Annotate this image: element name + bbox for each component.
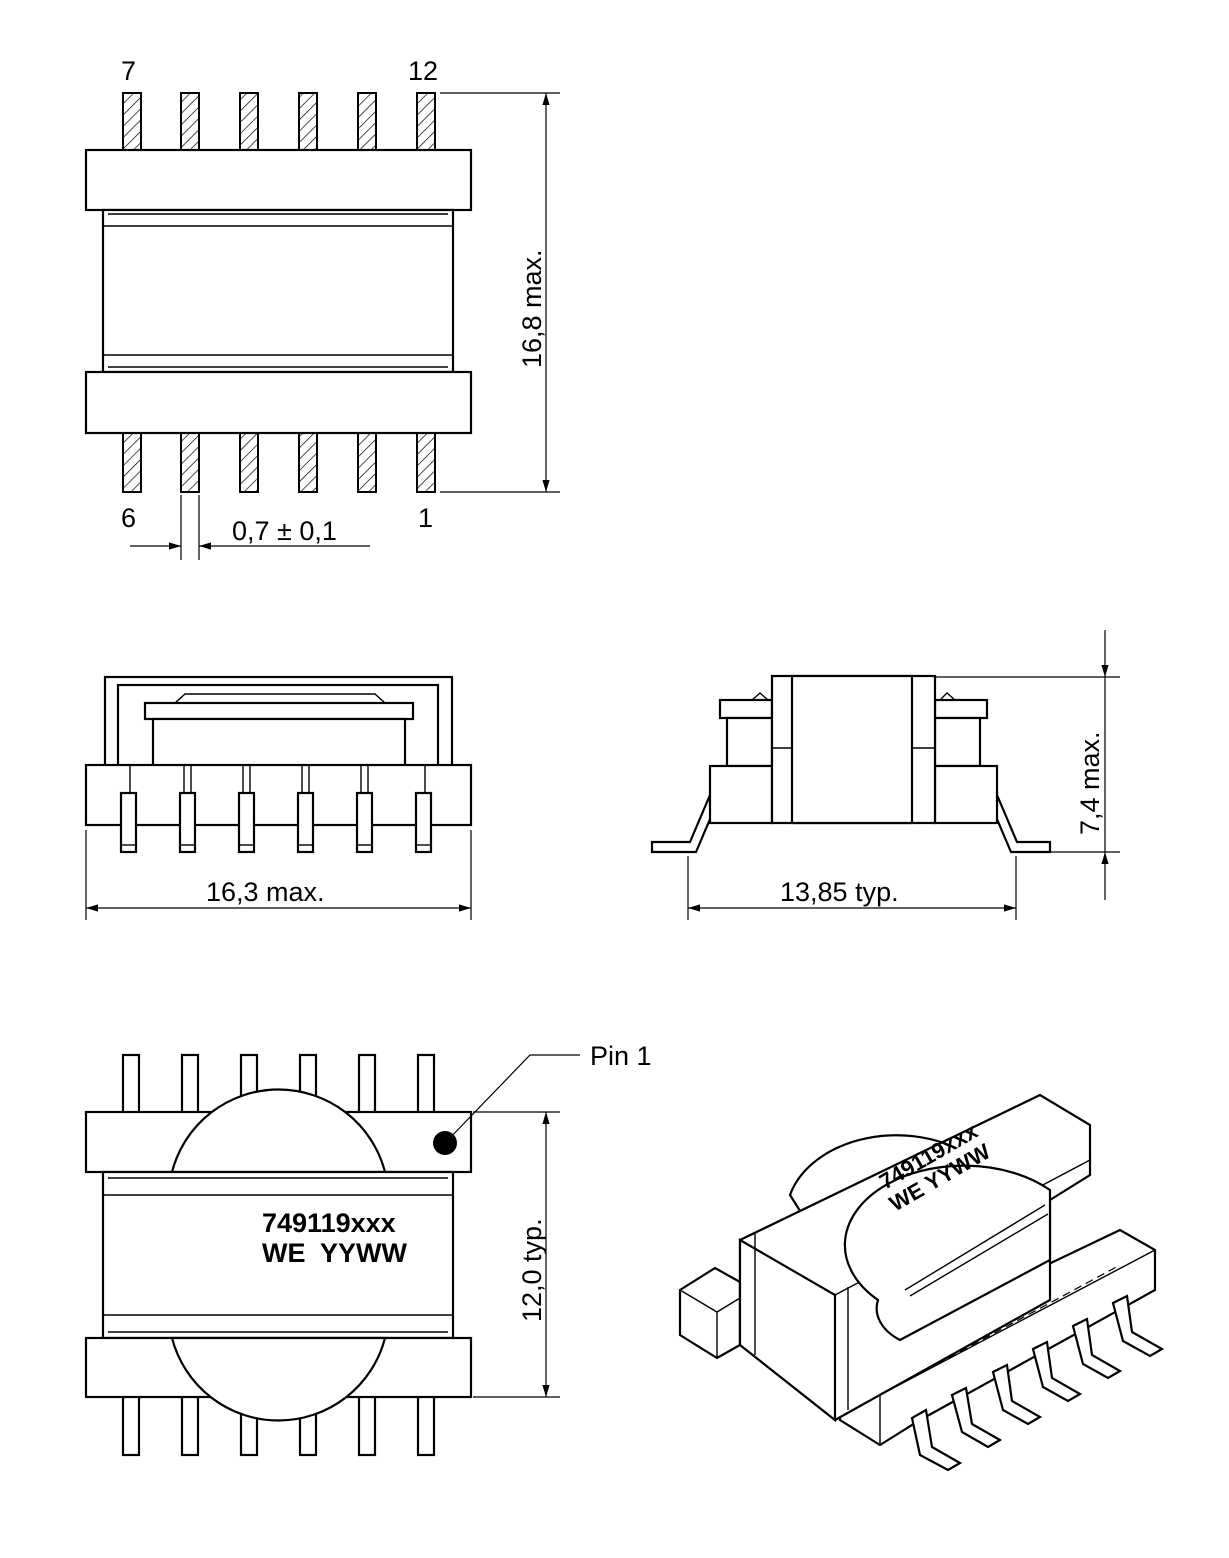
side-pins bbox=[119, 765, 433, 854]
side-view: 16,3 max. bbox=[84, 675, 473, 920]
end-height-label: 7,4 max. bbox=[1075, 731, 1105, 835]
pin-width-dimension: 0,7 ± 0,1 bbox=[130, 495, 370, 560]
pin-label-1: 1 bbox=[418, 503, 433, 533]
height-dimension-label: 16,8 max. bbox=[517, 249, 547, 368]
lower-flange bbox=[84, 370, 473, 435]
iso-view: 749119xxx WE YYWW bbox=[678, 1093, 1165, 1472]
pin-label-6: 6 bbox=[121, 503, 136, 533]
pin-width-label: 0,7 ± 0,1 bbox=[232, 516, 337, 546]
bottom-height-label: 12,0 typ. bbox=[517, 1218, 547, 1322]
core-body bbox=[101, 208, 455, 374]
marking-line2: WE YYWW bbox=[262, 1238, 408, 1268]
pin-label-7: 7 bbox=[121, 56, 136, 86]
bottom-view: 749119xxx WE YYWW Pin 1 12,0 typ. bbox=[84, 1041, 652, 1457]
pin1-label: Pin 1 bbox=[590, 1041, 652, 1071]
height-dimension: 16,8 max. bbox=[440, 92, 560, 493]
end-view: 13,85 typ. 7,4 max. bbox=[650, 630, 1120, 920]
pin-label-12: 12 bbox=[408, 56, 438, 86]
upper-flange bbox=[84, 148, 473, 212]
marking-line1: 749119xxx bbox=[262, 1208, 396, 1238]
width-dimension-label: 16,3 max. bbox=[206, 877, 325, 907]
top-view: 7 12 6 1 16,8 max. 0,7 ± 0,1 bbox=[84, 56, 560, 560]
bottom-pins bbox=[122, 432, 436, 493]
lead-span-label: 13,85 typ. bbox=[780, 877, 899, 907]
top-pins bbox=[122, 92, 436, 151]
